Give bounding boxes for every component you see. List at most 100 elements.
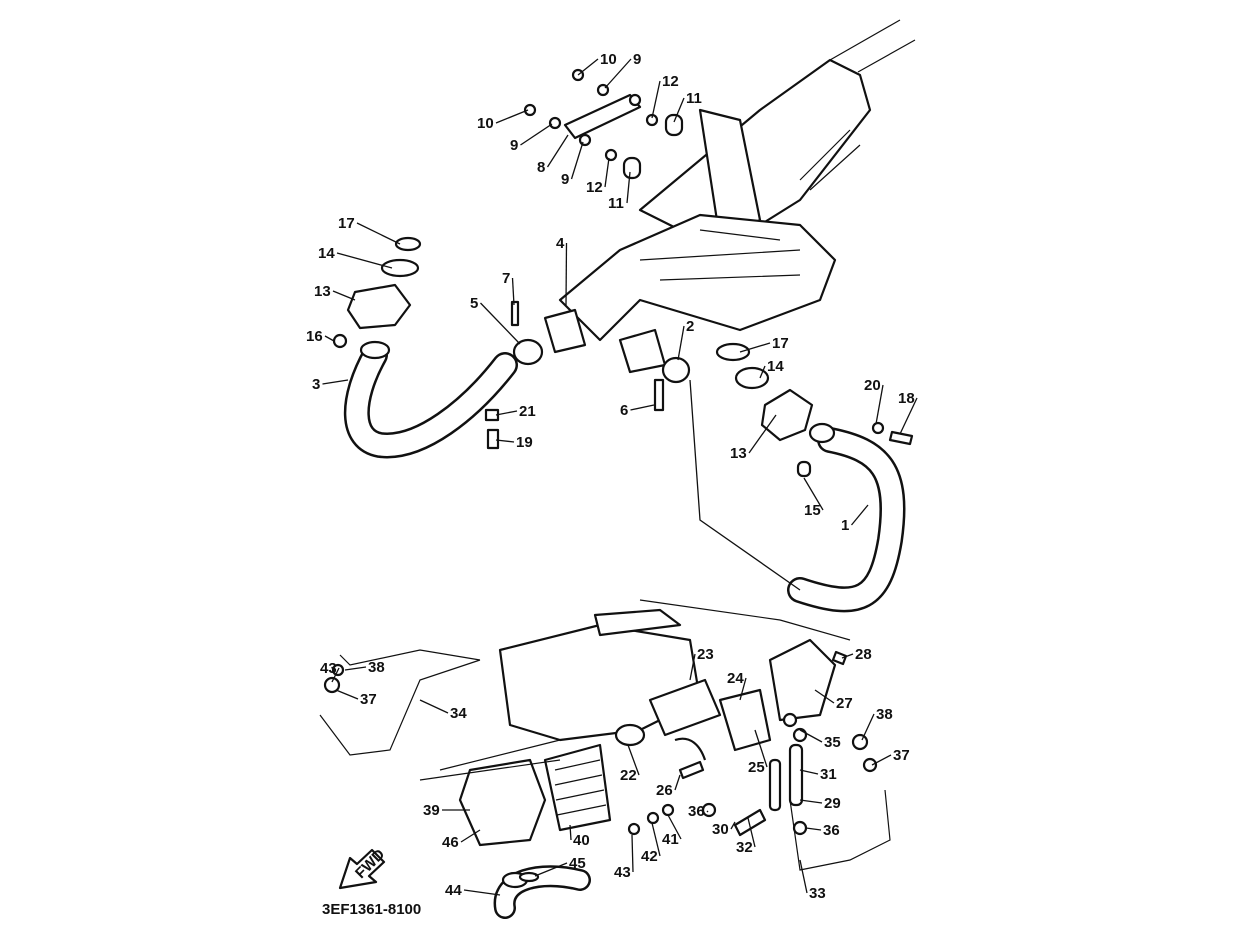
callout-leader-line [730, 821, 736, 830]
callout-leader-line [739, 677, 747, 701]
callout-label-13: 13 [730, 445, 747, 462]
callout-leader-line [673, 97, 685, 123]
callout-leader-line [814, 689, 835, 704]
callout-leader-line [747, 817, 756, 848]
callout-leader-line [799, 729, 823, 743]
callout-leader-line [667, 814, 682, 840]
callout-label-10: 10 [477, 115, 494, 132]
callout-leader-line [871, 754, 892, 766]
callout-label-29: 29 [824, 795, 841, 812]
callout-label-12: 12 [662, 73, 679, 90]
callout-label-31: 31 [820, 766, 837, 783]
callout-leader-line [899, 397, 918, 435]
callout-label-37: 37 [360, 691, 377, 708]
callout-label-18: 18 [898, 390, 915, 407]
callout-leader-line [875, 384, 884, 425]
callout-label-1: 1 [841, 517, 849, 534]
callout-leader-line [748, 414, 777, 454]
bracket-hardware [523, 68, 684, 180]
callout-leader-line [324, 335, 335, 342]
callout-leader-line [419, 699, 449, 714]
callout-label-14: 14 [767, 358, 784, 375]
callout-leader-line [534, 862, 568, 877]
callout-label-17: 17 [338, 215, 355, 232]
callout-leader-line [677, 325, 685, 361]
callout-label-37: 37 [893, 747, 910, 764]
callout-leader-line [799, 769, 819, 775]
callout-label-15: 15 [804, 502, 821, 519]
callout-leader-line [495, 109, 529, 124]
callout-label-42: 42 [641, 848, 658, 865]
callout-leader-line [689, 653, 696, 681]
callout-label-20: 20 [864, 377, 881, 394]
callout-label-38: 38 [368, 659, 385, 676]
callout-label-19: 19 [516, 434, 533, 451]
callout-label-5: 5 [470, 295, 478, 312]
callout-leader-line [463, 889, 501, 896]
callout-leader-line [841, 653, 854, 659]
callout-label-38: 38 [876, 706, 893, 723]
callout-leader-line [626, 171, 631, 204]
callout-label-28: 28 [855, 646, 872, 663]
callout-leader-line [861, 713, 875, 741]
callout-leader-line [495, 439, 515, 443]
callout-leader-line [332, 290, 356, 301]
callout-label-8: 8 [537, 159, 545, 176]
callout-label-11: 11 [608, 195, 624, 212]
callout-leader-line [570, 141, 584, 180]
callout-label-30: 30 [712, 821, 729, 838]
callout-leader-line [577, 58, 599, 76]
callout-leader-line [322, 379, 349, 385]
forward-arrow-icon: FWD [338, 846, 388, 890]
callout-label-21: 21 [519, 403, 536, 420]
callout-leader-line [627, 744, 640, 776]
callout-label-17: 17 [772, 335, 789, 352]
callout-label-9: 9 [510, 137, 518, 154]
callout-label-16: 16 [306, 328, 323, 345]
callout-leader-line [495, 410, 518, 416]
callout-label-46: 46 [442, 834, 459, 851]
callout-label-23: 23 [697, 646, 714, 663]
callout-leader-line [805, 827, 822, 831]
callout-leader-line [520, 123, 553, 146]
callout-label-25: 25 [748, 759, 765, 776]
callout-leader-line [674, 774, 681, 791]
callout-label-32: 32 [736, 839, 753, 856]
callout-leader-line [480, 302, 521, 345]
callout-label-12: 12 [586, 179, 603, 196]
callout-leader-line [604, 58, 632, 89]
callout-leader-line [799, 799, 823, 804]
callout-label-26: 26 [656, 782, 673, 799]
callout-leader-line [739, 342, 771, 353]
callout-leader-line [565, 242, 568, 306]
callout-leader-line [356, 222, 401, 245]
callout-leader-line [630, 404, 655, 411]
callout-label-45: 45 [569, 855, 586, 872]
callout-leader-line [706, 810, 709, 813]
callout-label-4: 4 [556, 235, 565, 252]
callout-label-43: 43 [614, 864, 631, 881]
exhaust-pipe-3 [332, 236, 544, 459]
callout-leader-line [651, 80, 661, 119]
callout-leader-line [546, 134, 569, 168]
callout-leader-line [336, 252, 393, 269]
callout-label-11: 11 [686, 90, 702, 107]
callout-label-27: 27 [836, 695, 853, 712]
callout-label-13: 13 [314, 283, 331, 300]
callout-label-33: 33 [809, 885, 826, 902]
callout-label-35: 35 [824, 734, 841, 751]
callout-leader-line [759, 365, 766, 379]
callout-leader-line [331, 667, 340, 683]
callout-label-44: 44 [445, 882, 462, 899]
part-number: 3EF1361-8100 [322, 901, 421, 918]
callout-leader-line [754, 729, 768, 768]
callout-leader-line [460, 829, 481, 843]
callout-label-7: 7 [502, 270, 510, 287]
callout-leader-line [850, 504, 869, 526]
callout-leader-line [335, 689, 359, 700]
callout-label-9: 9 [561, 171, 569, 188]
callout-label-43: 43 [320, 660, 337, 677]
